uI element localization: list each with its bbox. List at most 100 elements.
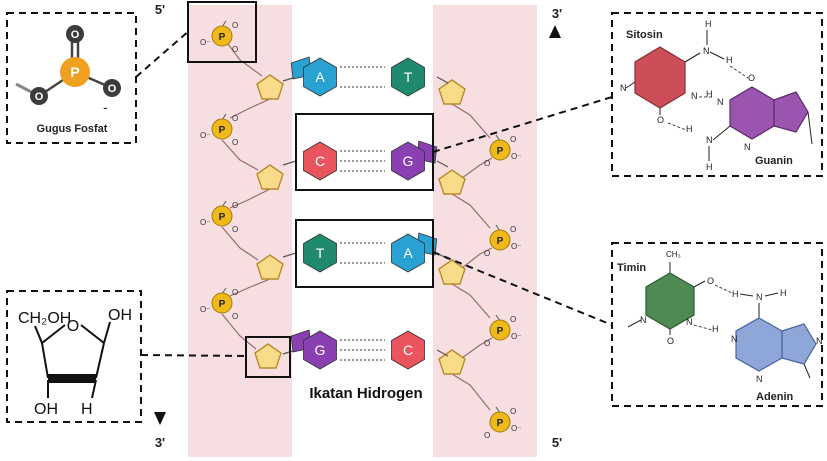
left-backbone-line bbox=[221, 35, 271, 350]
svg-text:O: O bbox=[657, 115, 664, 125]
svg-text:N: N bbox=[744, 142, 751, 152]
left-sugar-1 bbox=[256, 74, 284, 100]
base-g-left-4: G bbox=[290, 329, 337, 370]
left-sugar-2 bbox=[256, 164, 284, 190]
thymine-name: Timin bbox=[617, 262, 646, 274]
svg-text:O: O bbox=[232, 45, 238, 54]
left-sugar-4 bbox=[254, 343, 282, 369]
svg-text:G: G bbox=[403, 153, 414, 169]
thymine-adenine-panel: Timin CH₃ O N N O H N H H N N N Adenin bbox=[611, 242, 823, 407]
cytosine-name: Sitosin bbox=[626, 29, 663, 41]
phosphate-highlight-box bbox=[187, 1, 257, 63]
svg-text:O: O bbox=[232, 21, 238, 30]
svg-text:O⁻: O⁻ bbox=[511, 332, 521, 341]
right-strand-top-label: 3' bbox=[552, 6, 562, 21]
svg-text:O: O bbox=[232, 201, 238, 210]
left-strand-band bbox=[188, 5, 292, 457]
left-phosphate-3: PO⁻OO bbox=[200, 200, 238, 234]
base-t-right-1: T bbox=[391, 57, 425, 97]
right-strand-band bbox=[433, 5, 537, 457]
svg-text:O⁻: O⁻ bbox=[511, 242, 521, 251]
svg-text:O⁻: O⁻ bbox=[200, 218, 210, 227]
svg-text:P: P bbox=[497, 236, 504, 247]
right-backbone-line bbox=[451, 103, 493, 411]
svg-text:N: N bbox=[816, 336, 823, 346]
svg-text:O: O bbox=[71, 29, 80, 41]
callout-connectors bbox=[135, 29, 613, 357]
right-direction-arrow: 3' 5' bbox=[549, 6, 562, 450]
sugar-ch2oh: CH₂OH bbox=[18, 310, 71, 327]
sugar-oh-right: OH bbox=[108, 307, 132, 324]
svg-text:N: N bbox=[640, 315, 647, 325]
left-phosphate-1: P O⁻ O O bbox=[200, 20, 238, 54]
svg-text:A: A bbox=[403, 245, 413, 261]
left-strand-bottom-label: 3' bbox=[155, 435, 165, 450]
phosphorus-letter: P bbox=[70, 64, 79, 80]
right-sugar-2 bbox=[438, 169, 466, 195]
cytosine-guanine-panel: Sitosin N H H N N O O H N H N H N Guanin bbox=[611, 12, 823, 177]
phosphorus-atom bbox=[60, 57, 90, 87]
hydrogen-bond-label: Ikatan Hidrogen bbox=[309, 385, 422, 402]
svg-text:H: H bbox=[780, 288, 787, 298]
svg-text:O⁻: O⁻ bbox=[200, 38, 210, 47]
svg-text:H: H bbox=[706, 89, 713, 99]
svg-text:G: G bbox=[315, 342, 326, 358]
base-c-left-2: C bbox=[303, 141, 337, 181]
svg-text:H: H bbox=[705, 19, 712, 29]
svg-text:N: N bbox=[620, 83, 627, 93]
svg-text:N: N bbox=[717, 97, 724, 107]
svg-text:O: O bbox=[510, 315, 516, 324]
svg-text:O: O bbox=[748, 73, 755, 83]
right-phosphate-2: P O⁻ O O bbox=[484, 224, 521, 258]
svg-text:O: O bbox=[232, 288, 238, 297]
svg-text:P: P bbox=[219, 125, 226, 136]
guanine-name: Guanin bbox=[755, 155, 793, 167]
left-phosphate-2: P O⁻ O O bbox=[200, 113, 238, 147]
svg-text:P: P bbox=[219, 32, 226, 43]
svg-text:A: A bbox=[315, 69, 325, 85]
right-sugar-1 bbox=[438, 79, 466, 105]
phosphate-group-panel: O O O - P Gugus Fosfat bbox=[6, 12, 137, 144]
svg-text:O⁻: O⁻ bbox=[511, 152, 521, 161]
svg-text:N: N bbox=[756, 374, 763, 384]
svg-text:C: C bbox=[403, 342, 413, 358]
svg-text:O: O bbox=[232, 138, 238, 147]
svg-text:O: O bbox=[667, 336, 674, 346]
svg-text:O⁻: O⁻ bbox=[200, 131, 210, 140]
right-sugar-4 bbox=[438, 349, 466, 375]
base-a-left-1: A bbox=[290, 56, 337, 97]
svg-text:O: O bbox=[232, 114, 238, 123]
svg-text:N: N bbox=[686, 317, 693, 327]
svg-text:O⁻: O⁻ bbox=[200, 305, 210, 314]
svg-text:O: O bbox=[484, 159, 490, 168]
phosphate-panel-title: Gugus Fosfat bbox=[37, 123, 108, 135]
left-direction-arrow: 5' 3' bbox=[154, 2, 166, 450]
svg-text:O: O bbox=[510, 407, 516, 416]
svg-text:N: N bbox=[691, 91, 698, 101]
svg-text:P: P bbox=[497, 146, 504, 157]
svg-text:H: H bbox=[712, 324, 719, 334]
svg-text:T: T bbox=[404, 69, 413, 85]
svg-text:O: O bbox=[484, 249, 490, 258]
sugar-h-bottom: H bbox=[81, 401, 93, 418]
sugar-highlight-box bbox=[245, 336, 291, 378]
sugar-ring-oxygen: O bbox=[67, 318, 79, 335]
svg-text:N: N bbox=[703, 46, 710, 56]
svg-text:O: O bbox=[510, 225, 516, 234]
svg-text:N: N bbox=[706, 135, 713, 145]
svg-text:CH₃: CH₃ bbox=[666, 250, 681, 259]
base-c-right-4: C bbox=[391, 330, 425, 370]
svg-text:H: H bbox=[686, 124, 693, 134]
base-a-right-3: A bbox=[391, 232, 438, 273]
svg-text:H: H bbox=[706, 162, 713, 172]
svg-text:P: P bbox=[497, 326, 504, 337]
right-sugar-3 bbox=[438, 259, 466, 285]
